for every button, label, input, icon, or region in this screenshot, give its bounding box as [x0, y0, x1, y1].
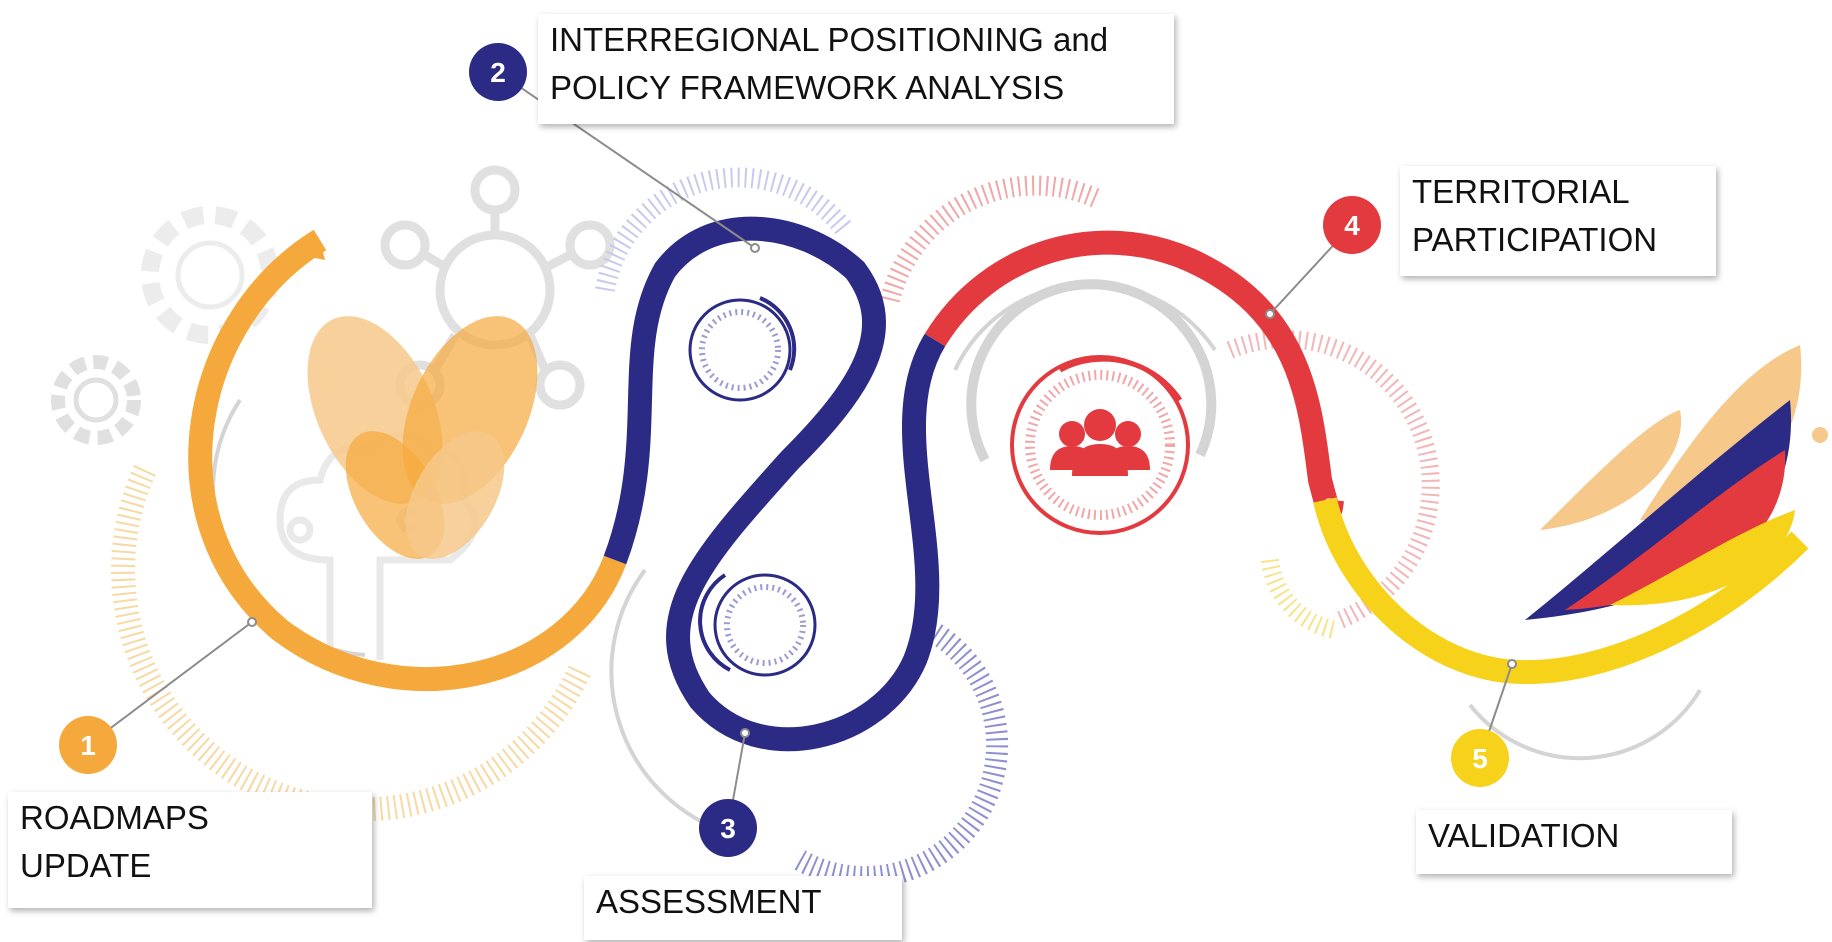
step-badge-3: 3: [699, 799, 757, 857]
step-1-label-line-2: UPDATE: [20, 847, 152, 884]
step-badge-1: 1: [59, 716, 117, 774]
butterfly-icon: [307, 316, 538, 559]
path-start-flag: [300, 240, 325, 260]
step-2-label-line-2: POLICY FRAMEWORK ANALYSIS: [550, 69, 1065, 106]
step-badge-2: 2: [469, 43, 527, 101]
gear-icon: [51, 355, 141, 445]
step-1-label-line-1: ROADMAPS: [20, 799, 209, 836]
people-icon-group: [966, 279, 1217, 535]
path-segment-yellow: [1313, 497, 1809, 685]
svg-text:5: 5: [1472, 743, 1488, 774]
step-4-label: TERRITORIAL PARTICIPATION: [1400, 166, 1716, 276]
tick-decorations: [111, 167, 1440, 889]
path-segment-navy: [603, 216, 946, 752]
step-3-label-line-1: ASSESSMENT: [596, 883, 822, 920]
svg-text:3: 3: [720, 813, 736, 844]
process-path: [188, 216, 1809, 752]
step-badge-4: 4: [1323, 196, 1381, 254]
svg-text:2: 2: [490, 57, 506, 88]
step-1-label: ROADMAPS UPDATE: [8, 792, 372, 908]
svg-text:4: 4: [1344, 210, 1360, 241]
people-icon: [1050, 409, 1150, 476]
step-2-label: INTERREGIONAL POSITIONING and POLICY FRA…: [538, 14, 1174, 124]
step-5-label: VALIDATION: [1416, 810, 1732, 874]
step-2-label-line-1: INTERREGIONAL POSITIONING and: [550, 21, 1109, 58]
step-badge-5: 5: [1451, 729, 1509, 787]
loop-rings: [688, 296, 817, 677]
path-segment-orange: [188, 229, 627, 692]
step-4-label-line-1: TERRITORIAL: [1412, 173, 1630, 210]
path-dots: [247, 243, 1517, 738]
step-3-label: ASSESSMENT: [584, 876, 902, 940]
svg-text:1: 1: [80, 730, 96, 761]
step-5-label-line-1: VALIDATION: [1428, 817, 1620, 854]
path-segment-red: [924, 230, 1344, 523]
flower-icon: [1525, 345, 1828, 620]
step-4-label-line-2: PARTICIPATION: [1412, 221, 1658, 258]
